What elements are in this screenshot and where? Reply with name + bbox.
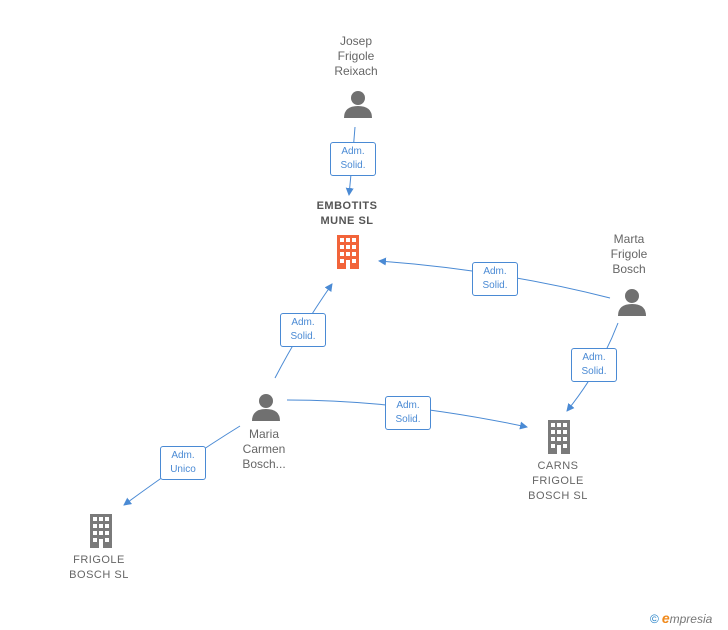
node-label-embotits[interactable]: EMBOTITS MUNE SL: [316, 200, 378, 227]
empresia-footer[interactable]: ©empresia: [650, 610, 712, 626]
empresia-logo-text: mpresia: [669, 612, 713, 626]
edge-label-maria-carns[interactable]: Adm. Solid.: [385, 396, 431, 430]
node-label-carns[interactable]: CARNS FRIGOLE BOSCH SL: [528, 460, 588, 502]
edge-label-marta-carns[interactable]: Adm. Solid.: [571, 348, 617, 382]
building-icon[interactable]: [333, 235, 363, 269]
node-label-josep[interactable]: Josep Frigole Reixach: [334, 34, 378, 78]
copyright-symbol: ©: [650, 612, 659, 626]
node-label-frigole[interactable]: FRIGOLE BOSCH SL: [69, 554, 129, 581]
person-icon[interactable]: [343, 89, 373, 119]
node-label-maria[interactable]: Maria Carmen Bosch...: [242, 427, 286, 471]
empresia-logo-initial: e: [661, 610, 670, 626]
edge-label-maria-frigole[interactable]: Adm. Unico: [160, 446, 206, 480]
person-icon[interactable]: [251, 392, 281, 422]
edge-label-josep-embotits[interactable]: Adm. Solid.: [330, 142, 376, 176]
building-icon[interactable]: [86, 514, 116, 548]
node-label-marta[interactable]: Marta Frigole Bosch: [610, 232, 648, 276]
edge-label-maria-embotits[interactable]: Adm. Solid.: [280, 313, 326, 347]
edge-label-marta-embotits[interactable]: Adm. Solid.: [472, 262, 518, 296]
person-icon[interactable]: [617, 287, 647, 317]
building-icon[interactable]: [544, 420, 574, 454]
